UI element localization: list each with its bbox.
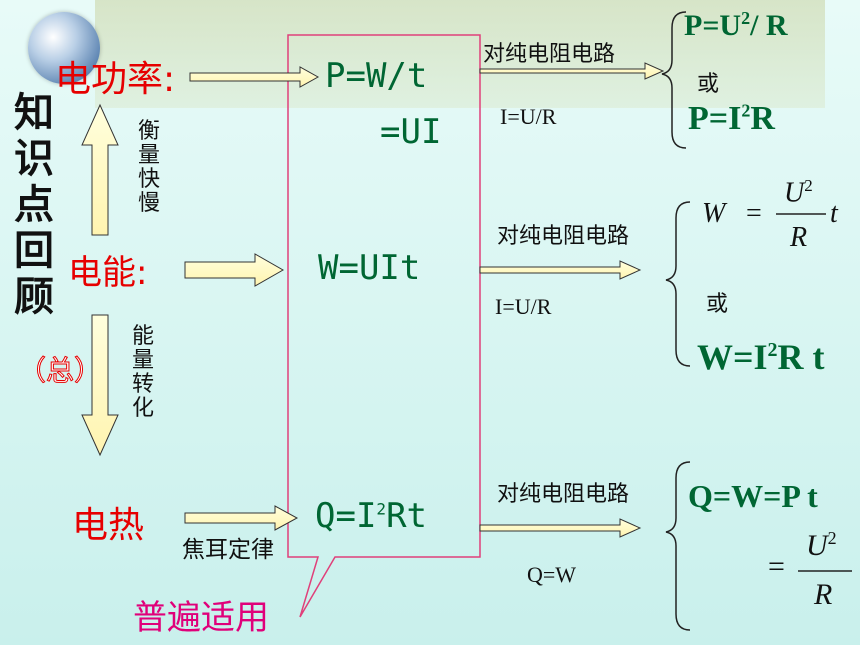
brace-heat [665,461,691,631]
heat-formula-wpt: Q=W=P t [688,478,818,514]
energy-arrow [184,253,285,287]
pure-resistor-heat: 对纯电阻电路 [497,482,630,507]
joule-caption: 焦耳定律 [182,537,274,563]
up-arrow [81,103,119,236]
branch-arrow-heat [479,518,642,538]
down-caption: 能量转化 [131,324,154,421]
power-formula-u2r: P=U2/ R [684,8,788,42]
heat-formula: Q=I2Rt [315,496,428,536]
section-title: 知识点回顾 [14,90,54,320]
energy-formula-time: t [830,198,838,229]
pure-resistor-energy: 对纯电阻电路 [497,224,630,249]
up-caption: 衡量快慢 [137,119,160,216]
heat-formula-eq: = [768,550,785,583]
energy-formula-denominator: R [790,222,808,253]
energy-formula-lhs: W [702,198,726,229]
universal-caption: 普遍适用 [133,598,269,638]
branch-arrow-energy [479,260,642,280]
heat-formula-exponent: 2 [376,499,387,519]
power-formula-ui: =UI [380,112,442,152]
brace-power [661,11,687,149]
or-power: 或 [697,72,720,97]
energy-label: 电能: [68,253,148,293]
brace-energy [665,201,691,367]
branch-arrow-power [479,62,665,80]
down-arrow [81,314,119,457]
section-subtitle: （总） [18,354,103,387]
power-formula: P=W/t [325,56,428,96]
heat-formula-numerator: U2 [806,528,837,562]
heat-arrow [184,505,299,531]
pure-resistor-power: 对纯电阻电路 [483,42,616,67]
header-band [95,0,825,108]
globe-icon [28,12,100,84]
heat-label: 电热 [72,505,145,546]
power-formula-i2r: P=I2R [688,100,775,137]
ohm-law-power: I=U/R [500,104,557,129]
energy-formula-eq: = [746,198,762,229]
energy-formula-numerator: U2 [784,176,813,209]
energy-formula: W=UIt [318,248,421,288]
ohm-law-energy: I=U/R [495,294,552,319]
q-equals-w: Q=W [527,562,577,587]
power-label: 电功率: [55,59,176,100]
heat-formula-denominator: R [814,578,833,611]
or-energy: 或 [706,292,729,317]
power-arrow [189,66,320,88]
energy-formula-i2rt: W=I2R t [697,337,825,377]
formula-callout-box [287,34,481,618]
